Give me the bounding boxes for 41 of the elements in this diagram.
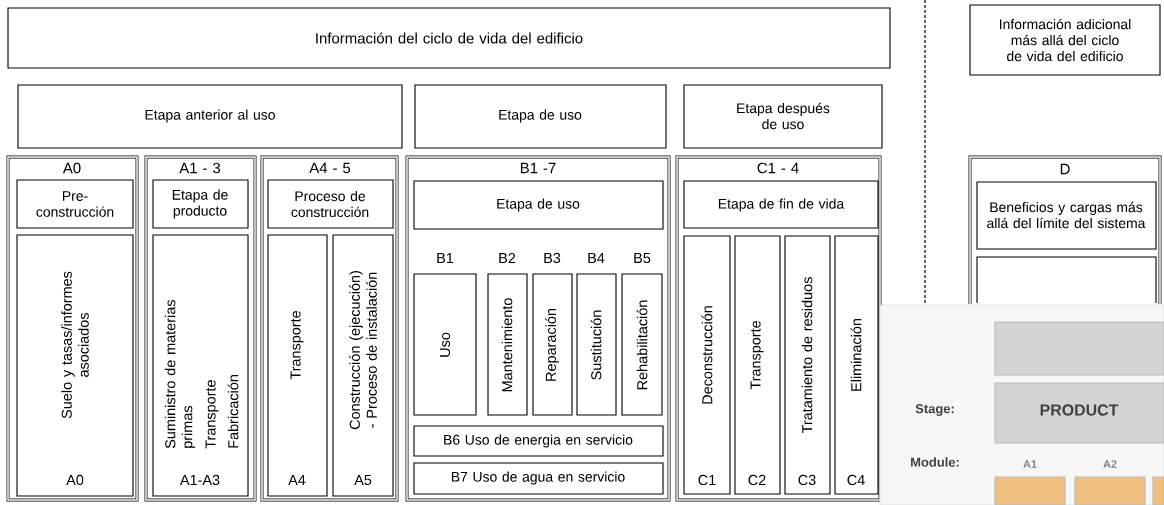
stage-title-box: Etapa de fin de vida <box>683 180 879 229</box>
module-box <box>994 476 1066 505</box>
module-box: B7 Uso de agua en servicio <box>413 462 664 495</box>
stage-title-box: Pre-construcción <box>16 179 134 229</box>
node-label: B1 <box>437 253 454 263</box>
module-code: A2 <box>1103 460 1117 468</box>
stage-title-box: Proceso de construcción <box>267 179 394 229</box>
stage-title-box: Beneficios y cargas más allá del límite del sistema <box>976 181 1157 250</box>
stage-box: Etapa de uso <box>414 84 667 149</box>
header-box: Información del ciclo de vida del edificio <box>7 7 891 69</box>
module-box: B5 Rehabilitación <box>621 252 663 416</box>
module-box: Tratamiento de residuos C3 <box>784 235 831 495</box>
stage-box <box>994 321 1164 376</box>
node-label: B4 <box>588 253 605 263</box>
module-box: B6 Uso de energia en servicio <box>413 425 664 457</box>
row-label: Stage: <box>915 404 954 416</box>
module-box <box>1152 476 1164 505</box>
module-box: B2 Mantenimiento <box>487 252 528 416</box>
module-box <box>1074 476 1146 505</box>
row-label: Module: <box>911 457 959 467</box>
stage-box: Etapa después de uso <box>683 84 883 149</box>
node-label: B3 <box>544 252 561 264</box>
module-box <box>976 256 1157 304</box>
stage-title-box: Etapa de uso <box>413 180 664 230</box>
node-label: B5 <box>634 252 651 264</box>
module-box: Transporte A4 <box>267 234 328 497</box>
stage-box: PRODUCT <box>994 382 1164 444</box>
module-box: Construcción (ejecución) - Proceso de instalación A5 <box>332 234 394 497</box>
module-code: A1 <box>1023 460 1037 468</box>
stage-box: Etapa anterior al uso <box>17 84 403 149</box>
module-box: B4 Sustitución <box>576 253 617 416</box>
module-box: Suelo y tasas/informes asociados A0 <box>16 234 134 497</box>
module-box: B1 Uso <box>413 253 477 416</box>
module-box: Eliminación C4 <box>834 235 879 495</box>
stage-title-box: Etapa de producto <box>152 179 249 229</box>
module-box: Transporte C2 <box>734 235 781 495</box>
node-label: B2 <box>499 252 516 264</box>
module-box: Suministro de materias primas Transporte Fabricación A1-A3 <box>152 234 249 497</box>
module-box: Deconstrucción C1 <box>683 235 731 495</box>
header-box: Información adicional más allá del ciclo de vida del edificio <box>969 4 1161 76</box>
module-box: B3 Reparación <box>532 252 573 416</box>
